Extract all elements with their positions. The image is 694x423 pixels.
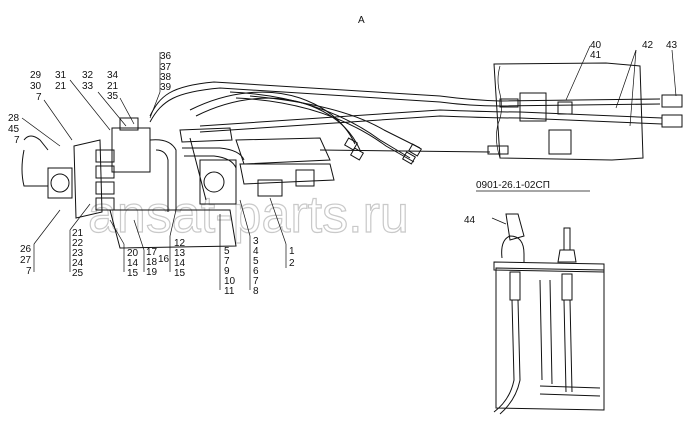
- callout-22: 22: [72, 238, 84, 249]
- callout-15: 15: [127, 268, 139, 279]
- callout-41: 41: [590, 50, 602, 61]
- callouts: 36 37 38 39 29 30 7 31 21 32 33 34 21 35…: [8, 40, 678, 297]
- callout-28: 28: [8, 113, 20, 124]
- callout-21: 21: [107, 81, 119, 92]
- callout-42: 42: [642, 40, 654, 51]
- callout-29: 29: [30, 70, 42, 81]
- callout-7: 7: [14, 135, 20, 146]
- callout-37: 37: [160, 62, 172, 73]
- kit-code: 0901-26.1-02СП: [476, 180, 550, 191]
- callout-31: 31: [55, 70, 67, 81]
- callout-16: 16: [158, 254, 170, 265]
- callout-4: 4: [253, 246, 259, 257]
- callout-6: 6: [253, 266, 259, 277]
- callout-13: 13: [174, 248, 186, 259]
- leader-lines: [21, 45, 677, 290]
- callout-5: 5: [224, 246, 230, 257]
- callout-33: 33: [82, 81, 94, 92]
- callout-43: 43: [666, 40, 678, 51]
- watermark: ansat-parts.ru: [88, 186, 409, 244]
- callout-14: 14: [127, 258, 139, 269]
- callout-23: 23: [72, 248, 84, 259]
- callout-2: 2: [289, 258, 295, 269]
- callout-26: 26: [20, 244, 32, 255]
- callout-12: 12: [174, 238, 186, 249]
- callout-5: 5: [253, 256, 259, 267]
- callout-7: 7: [224, 256, 230, 267]
- callout-11: 11: [224, 286, 235, 297]
- callout-7: 7: [26, 266, 32, 277]
- callout-39: 39: [160, 82, 172, 93]
- callout-8: 8: [253, 286, 259, 297]
- callout-20: 20: [127, 248, 139, 259]
- callout-9: 9: [224, 266, 230, 277]
- callout-44: 44: [464, 215, 476, 226]
- callout-34: 34: [107, 70, 119, 81]
- hose-bundle: [149, 81, 663, 163]
- view-label: А: [358, 15, 365, 26]
- callout-21: 21: [72, 228, 84, 239]
- callout-32: 32: [82, 70, 94, 81]
- hose-end-fittings: [487, 94, 683, 155]
- callout-30: 30: [30, 81, 42, 92]
- callout-3: 3: [253, 236, 259, 247]
- hose-bracket-plate: [493, 62, 644, 161]
- callout-24: 24: [72, 258, 84, 269]
- callout-45: 45: [8, 124, 20, 135]
- callout-40: 40: [590, 40, 602, 51]
- callout-10: 10: [224, 276, 236, 287]
- joystick-control-unit: [493, 213, 605, 415]
- callout-27: 27: [20, 255, 32, 266]
- callout-25: 25: [72, 268, 84, 279]
- callout-15: 15: [174, 268, 186, 279]
- callout-14: 14: [174, 258, 186, 269]
- callout-7: 7: [253, 276, 259, 287]
- callout-19: 19: [146, 267, 158, 278]
- callout-1: 1: [289, 246, 295, 257]
- callout-18: 18: [146, 257, 158, 268]
- callout-36: 36: [160, 51, 172, 62]
- callout-7: 7: [36, 92, 42, 103]
- callout-35: 35: [107, 91, 119, 102]
- callout-21: 21: [55, 81, 67, 92]
- hose-end-caps: [343, 137, 423, 165]
- valve-block-assembly: [21, 117, 335, 249]
- callout-17: 17: [146, 247, 158, 258]
- callout-38: 38: [160, 72, 172, 83]
